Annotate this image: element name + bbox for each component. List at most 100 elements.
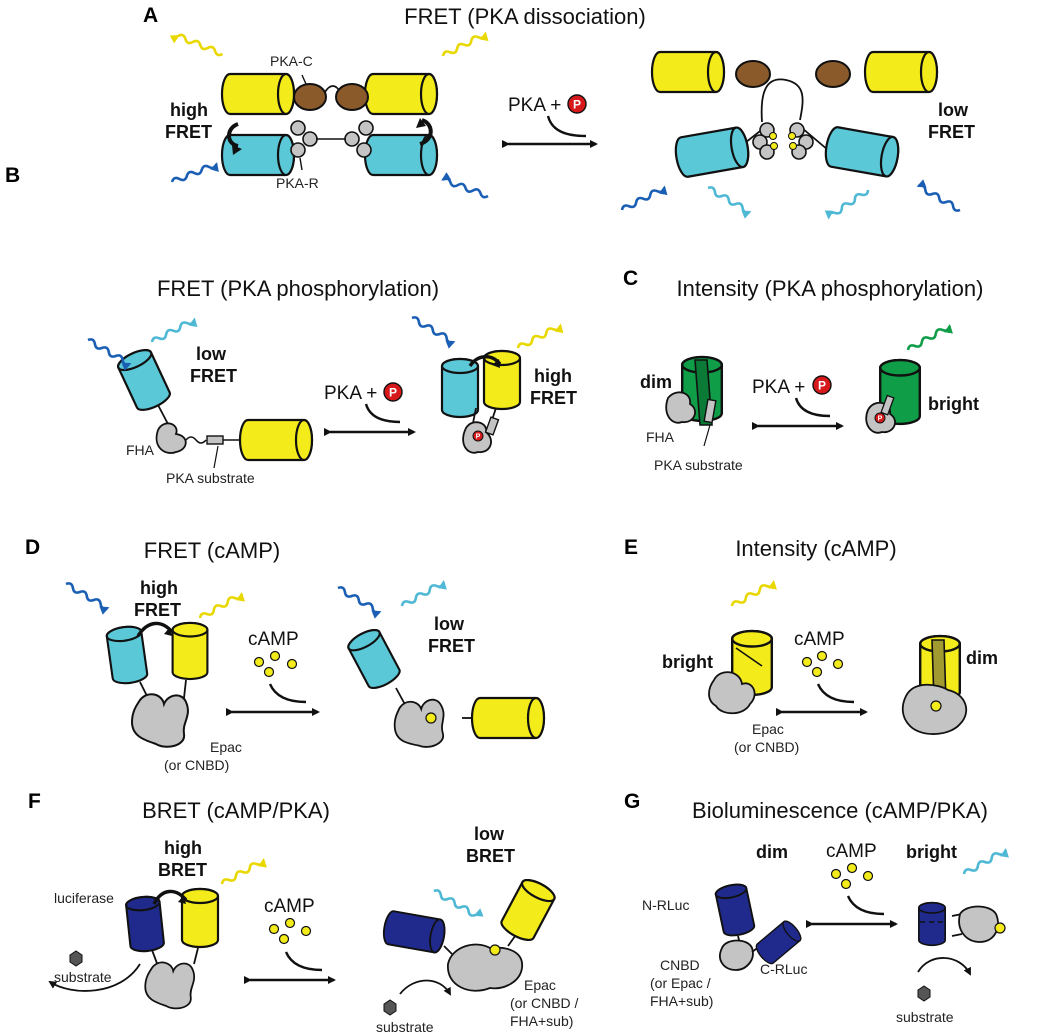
reaction-arrow-f: cAMP <box>244 896 336 984</box>
yfp-cylinder <box>238 418 314 462</box>
fha-label: FHA <box>646 429 675 445</box>
dim-label: dim <box>756 842 788 862</box>
rluc-reconstituted-cylinder <box>917 901 947 947</box>
fha-label: FHA <box>126 442 155 458</box>
panel-f-title: BRET (cAMP/PKA) <box>142 798 330 823</box>
c-rluc-label: C-RLuc <box>760 961 807 977</box>
luciferase-label: luciferase <box>54 890 114 906</box>
cnbd-domain <box>958 905 999 943</box>
cfp-cylinder <box>220 133 296 177</box>
epac-label: Epac(or CNBD) <box>734 721 799 755</box>
yfp-cylinder <box>863 50 939 94</box>
reaction-arrow-g: cAMP <box>806 841 898 928</box>
reaction-arrow-b: PKA + P <box>324 382 416 436</box>
reaction-arrow-e: cAMP <box>776 629 868 716</box>
epac-label: Epac(or CNBD /FHA+sub) <box>510 977 579 1029</box>
pka-c-subunit <box>815 60 851 88</box>
yfp-cylinder <box>180 887 220 949</box>
n-rluc-label: N-RLuc <box>642 897 689 913</box>
reaction-label: cAMP <box>264 896 315 917</box>
sensor-bright: bright Epac(or CNBD) <box>662 580 799 755</box>
pka-substrate <box>703 398 717 424</box>
sensor-dim: dim FHA PKA substrate <box>640 355 743 473</box>
panel-a-letter: A <box>143 4 158 27</box>
panel-b-title: FRET (PKA phosphorylation) <box>157 276 439 301</box>
yfp-cylinder <box>363 72 439 116</box>
pka-c-label: PKA-C <box>270 53 313 69</box>
panel-g: G Bioluminescence (cAMP/PKA) dim N-RLuc … <box>624 790 1009 1025</box>
phosphate-icon <box>383 382 403 402</box>
substrate-label: substrate <box>896 1009 954 1025</box>
phosphate-label: P <box>389 386 397 400</box>
pka-substrate-label: PKA substrate <box>166 470 255 486</box>
camp-molecules <box>268 917 312 945</box>
camp-molecules <box>253 650 298 678</box>
epac-domain <box>390 696 449 753</box>
panel-g-title: Bioluminescence (cAMP/PKA) <box>692 798 988 823</box>
panel-a-title: FRET (PKA dissociation) <box>404 4 646 29</box>
yfp-cylinder <box>470 696 546 740</box>
split-luciferase-bright: bright substrate <box>896 842 1009 1025</box>
n-rluc-cylinder <box>713 881 757 939</box>
c-rluc-cylinder <box>752 917 805 968</box>
fret-arrow <box>227 122 239 148</box>
split-luciferase-dim: dim N-RLuc C-RLuc CNBD(or Epac /FHA+sub) <box>642 842 807 1009</box>
cnbd-domain <box>719 939 754 971</box>
pka-c-subunit <box>735 60 771 88</box>
panel-c: C Intensity (PKA phosphorylation) dim FH… <box>623 267 983 473</box>
bright-label: bright <box>906 842 957 862</box>
panel-f-letter: F <box>28 790 41 813</box>
yfp-cylinder <box>482 349 522 411</box>
reaction-label: cAMP <box>248 629 299 650</box>
yellow-emission-wave <box>441 31 489 57</box>
panel-a: A FRET (PKA dissociation) <box>143 4 975 220</box>
panel-c-letter: C <box>623 267 638 290</box>
yfp-cylinder <box>650 50 726 94</box>
phosphate-icon <box>472 430 484 442</box>
epac-domain <box>447 943 523 992</box>
blue-excitation-wave <box>170 162 219 183</box>
substrate-hexagon <box>917 985 931 1002</box>
camp-molecules <box>830 862 874 890</box>
reaction-arrow-c: PKA + P <box>752 375 844 430</box>
bright-label: bright <box>662 652 713 672</box>
phosphate-label: P <box>878 416 883 423</box>
blue-excitation-wave <box>441 172 489 199</box>
yfp-cylinder <box>171 621 209 681</box>
reaction-label: PKA + <box>752 377 805 398</box>
pka-c-subunit <box>335 83 369 111</box>
sensor-bright: P bright <box>865 324 979 434</box>
panel-e: E Intensity (cAMP) bright Epac(or CNBD) … <box>624 536 998 755</box>
panel-e-title: Intensity (cAMP) <box>735 536 896 561</box>
epac-label: Epac(or CNBD) <box>164 739 242 773</box>
panel-e-letter: E <box>624 536 638 559</box>
phosphate-icon <box>567 94 587 114</box>
bound-camp <box>425 712 437 724</box>
substrate-label: substrate <box>54 969 112 985</box>
phosphate-label: P <box>476 434 481 441</box>
bright-label: bright <box>928 394 979 414</box>
cfp-cylinder <box>671 125 753 180</box>
reaction-label: cAMP <box>826 841 877 862</box>
bound-camp <box>489 944 501 956</box>
pka-r-subunit <box>290 120 306 136</box>
cfp-cylinder <box>114 345 174 415</box>
cfp-cylinder <box>104 623 150 687</box>
panel-b-letter: B <box>5 164 20 187</box>
substrate-label: substrate <box>376 1019 434 1035</box>
reaction-label: PKA + <box>324 383 377 404</box>
yellow-emission-wave <box>169 33 224 57</box>
sensor-dim: dim <box>901 634 998 735</box>
pka-substrate <box>206 435 224 445</box>
